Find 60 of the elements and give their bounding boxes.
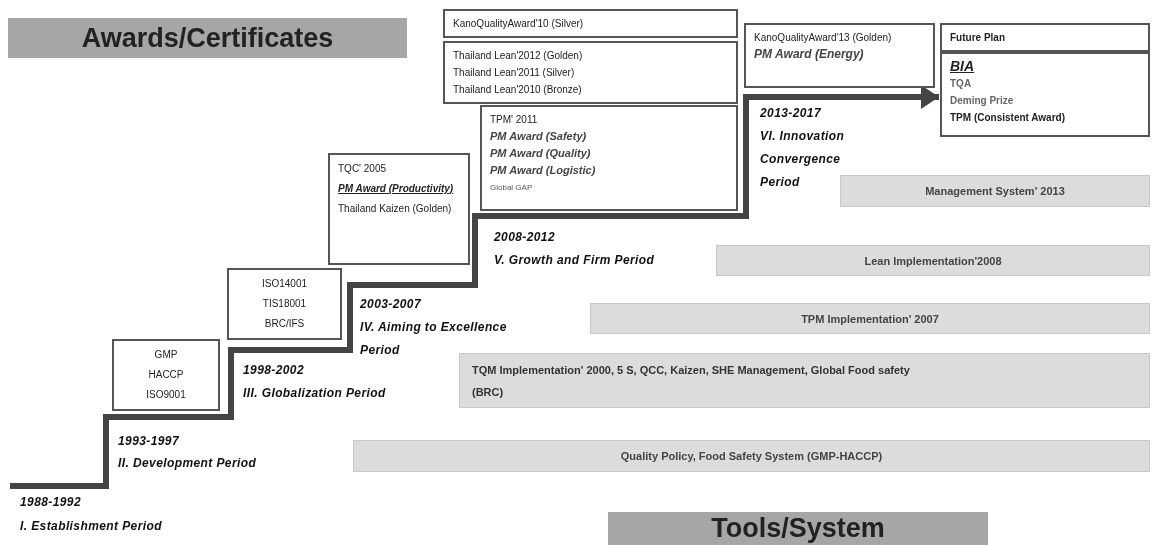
period-name: IV. Aiming to Excellence Period	[360, 319, 508, 359]
period-years: 2003-2007	[360, 296, 422, 313]
system-text: TPM Implementation' 2007	[801, 312, 939, 325]
award-text: ISO9001	[145, 388, 187, 402]
system-bar	[716, 245, 1150, 276]
period-name: I. Establishment Period	[20, 518, 163, 535]
period-name: V. Growth and Firm Period	[494, 252, 656, 269]
award-box	[227, 268, 342, 340]
award-text: Thailand Lean'2011 (Silver)	[453, 66, 576, 80]
award-box	[940, 52, 1150, 137]
section-heading: Tools/System	[711, 513, 885, 544]
period-years: 2013-2017	[760, 105, 822, 122]
period-years: 1998-2002	[243, 362, 305, 379]
system-text: Management System' 2013	[925, 185, 1065, 197]
award-text: Thailand Lean'2012 (Golden)	[453, 49, 584, 63]
award-text: PM Award (Logistic)	[490, 163, 597, 178]
award-text: GMP	[153, 348, 179, 362]
system-bar	[590, 303, 1150, 334]
period-years: 2008-2012	[494, 229, 556, 246]
award-box	[940, 23, 1150, 52]
award-text: KanoQualityAward'13 (Golden)	[754, 31, 893, 45]
award-text: HACCP	[147, 368, 185, 382]
award-text: PM Award (Energy)	[754, 46, 865, 63]
award-box	[744, 23, 935, 88]
section-band	[8, 18, 407, 58]
award-box	[328, 153, 470, 265]
award-text: TPM' 2011	[490, 113, 539, 127]
period-name: III. Globalization Period	[243, 385, 387, 402]
award-text: BIA	[950, 58, 976, 75]
award-text: TQC' 2005	[338, 162, 388, 176]
award-text: Thailand Kaizen (Golden)	[338, 202, 453, 216]
period-years: 1993-1997	[118, 433, 180, 450]
system-bar	[840, 175, 1150, 207]
period-name: II. Development Period	[118, 455, 258, 472]
award-box	[443, 41, 738, 104]
award-text: KanoQualityAward'10 (Silver)	[453, 17, 585, 31]
award-text: PM Award (Safety)	[490, 129, 588, 144]
award-text: Future Plan	[950, 31, 1006, 45]
award-text: ISO14001	[260, 277, 308, 291]
award-text: PM Award (Quality)	[490, 146, 592, 161]
award-text: Global GAP	[490, 182, 534, 194]
award-text: TQA	[950, 77, 973, 91]
award-text: TPM (Consistent Award)	[950, 111, 1066, 125]
award-box	[480, 105, 738, 211]
system-text: Quality Policy, Food Safety System (GMP-HACCP)	[620, 450, 883, 462]
system-text: Lean Implementation'2008	[864, 254, 1002, 267]
section-heading: Awards/Certificates	[81, 22, 334, 54]
section-band	[608, 512, 988, 545]
award-text: PM Award (Productivity)	[338, 182, 455, 196]
system-bar	[459, 353, 1150, 408]
award-text: Deming Prize	[950, 94, 1015, 108]
system-bar	[353, 440, 1150, 472]
period-name: VI. Innovation Convergence Period	[760, 128, 846, 191]
system-text: TQM Implementation' 2000, 5 S, QCC, Kaizen, SHE Management, Global Food safety (BRC)	[472, 362, 911, 400]
award-box	[112, 339, 220, 411]
award-box	[443, 9, 738, 38]
award-text: TIS18001	[261, 297, 308, 311]
award-text: BRC/IFS	[263, 317, 306, 331]
award-text: Thailand Lean'2010 (Bronze)	[453, 83, 583, 97]
period-years: 1988-1992	[20, 494, 82, 511]
